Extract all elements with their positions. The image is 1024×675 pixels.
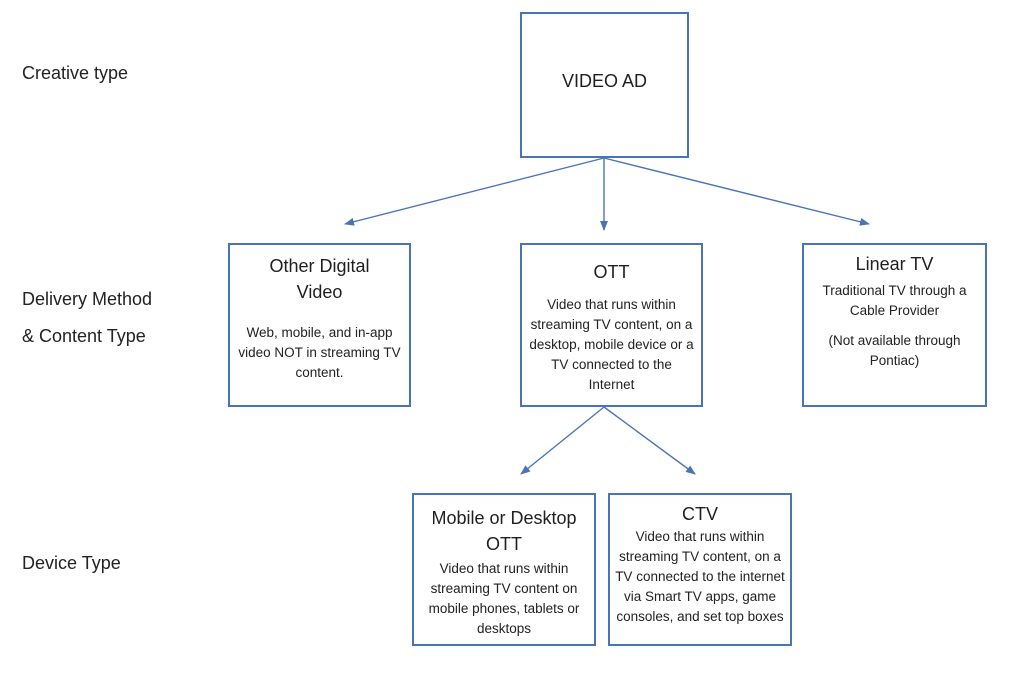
arrow-ott-to-ctv <box>603 406 696 475</box>
node-linear-tv-title: Linear TV <box>855 254 934 274</box>
node-mobile-desktop-ott-desc: Video that runs within streaming TV cont… <box>428 561 580 636</box>
arrow-video-to-other-digital <box>344 157 605 226</box>
node-ott-title: OTT <box>593 262 630 282</box>
row-label-delivery-method: Delivery Method <box>22 289 153 309</box>
node-ctv-title: CTV <box>682 504 718 524</box>
node-ott: OTT Video that runs within streaming TV … <box>520 243 703 407</box>
node-video-ad-title: VIDEO AD <box>561 71 648 91</box>
arrow-ott-to-mobile-desktop <box>520 406 605 475</box>
node-other-digital-video: Other Digital Video Web, mobile, and in-… <box>228 243 411 407</box>
node-ctv: CTV Video that runs within streaming TV … <box>608 493 792 646</box>
node-other-digital-video-desc: Web, mobile, and in-app video NOT in str… <box>238 325 401 380</box>
row-label-creative-type: Creative type <box>22 63 129 83</box>
row-label-content-type: & Content Type <box>22 326 146 346</box>
node-linear-tv-note: (Not available through Pontiac) <box>828 333 961 368</box>
node-linear-tv: Linear TV Traditional TV through a Cable… <box>802 243 987 407</box>
node-ott-desc: Video that runs within streaming TV cont… <box>529 297 694 392</box>
node-video-ad: VIDEO AD <box>520 12 689 158</box>
node-mobile-desktop-ott: Mobile or Desktop OTT Video that runs wi… <box>412 493 596 646</box>
arrow-video-to-linear-tv <box>603 157 870 226</box>
node-linear-tv-desc: Traditional TV through a Cable Provider <box>822 283 967 318</box>
row-label-device-type: Device Type <box>22 553 121 573</box>
node-other-digital-video-title: Other Digital Video <box>269 256 370 302</box>
node-ctv-desc: Video that runs within streaming TV cont… <box>615 529 785 624</box>
node-mobile-desktop-ott-title: Mobile or Desktop OTT <box>431 508 577 554</box>
